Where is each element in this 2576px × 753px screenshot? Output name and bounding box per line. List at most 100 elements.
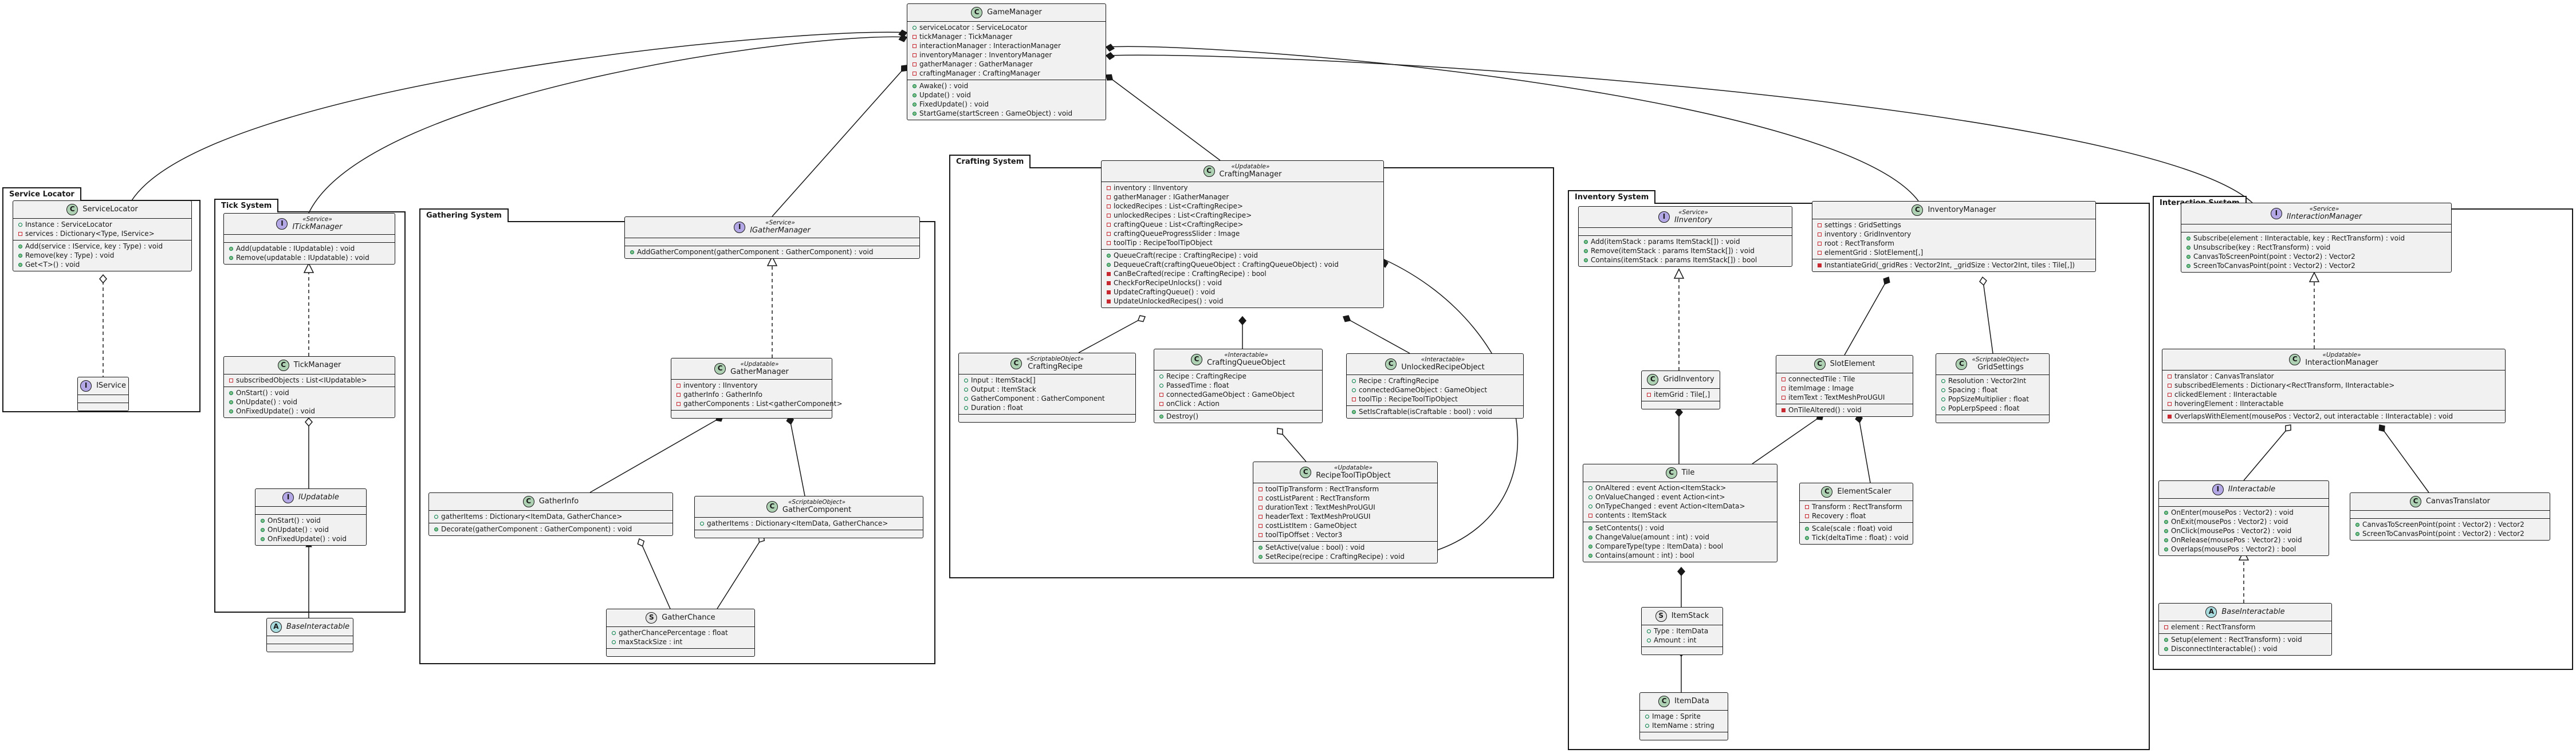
fields-section: element : RectTransform bbox=[2159, 621, 2331, 633]
class-icon: C bbox=[1912, 204, 1924, 216]
class-method: CanvasToScreenPoint(point : Vector2) : V… bbox=[2354, 520, 2546, 529]
private-visibility-icon bbox=[911, 70, 918, 77]
member-text: connectedTile : Tile bbox=[1788, 375, 1855, 383]
class-method: Decorate(gatherComponent : GatherCompone… bbox=[432, 525, 669, 534]
private-visibility-icon bbox=[2166, 400, 2173, 407]
class-icon: C bbox=[522, 496, 534, 507]
member-text: translator : CanvasTranslator bbox=[2174, 372, 2274, 380]
methods-section bbox=[1640, 732, 1728, 740]
public-visibility-icon bbox=[1643, 722, 1650, 729]
methods-section: CanvasToScreenPoint(point : Vector2) : V… bbox=[2350, 518, 2550, 540]
member-text: root : RectTransform bbox=[1824, 239, 1894, 247]
member-text: InstantiateGrid(_gridRes : Vector2Int, _… bbox=[1824, 261, 2075, 269]
class-method: Remove(updatable : IUpdatable) : void bbox=[227, 253, 391, 262]
private-visibility-icon bbox=[1105, 194, 1112, 200]
relation-composition-game-manager-inventory-manager bbox=[1105, 44, 1919, 202]
public-visibility-icon bbox=[1587, 525, 1594, 531]
class-icon: C bbox=[766, 501, 778, 512]
public-visibility-icon bbox=[962, 395, 969, 402]
class-method: OnUpdate() : void bbox=[259, 525, 363, 534]
class-stereotype: «Interactable» bbox=[1224, 352, 1268, 358]
member-text: inventory : IInventory bbox=[683, 381, 758, 389]
class-method: OnStart() : void bbox=[259, 516, 363, 525]
member-text: OnFixedUpdate() : void bbox=[268, 535, 347, 543]
public-visibility-icon bbox=[2162, 527, 2169, 534]
member-text: UpdateCraftingQueue() : void bbox=[1114, 288, 1216, 296]
class-header: I«Service»IInventory bbox=[1579, 207, 1792, 227]
relation-composition-game-manager-i-tick-manager bbox=[308, 34, 908, 214]
class-field: craftingQueueProgressSlider : Image bbox=[1105, 229, 1380, 238]
relation-realization-gather-manager-i-gather-manager bbox=[766, 255, 778, 358]
class-stereotype: «Interactable» bbox=[1421, 356, 1465, 363]
class-name: ServiceLocator bbox=[82, 205, 138, 214]
private-visibility-icon bbox=[911, 33, 918, 40]
member-text: gatherInfo : GatherInfo bbox=[683, 391, 762, 399]
public-visibility-icon bbox=[1257, 544, 1264, 551]
class-field: OnValueChanged : event Action<int> bbox=[1587, 492, 1773, 502]
member-text: craftingQueue : List<CraftingRecipe> bbox=[1114, 220, 1244, 228]
public-visibility-icon bbox=[610, 629, 617, 636]
struct-icon: S bbox=[1655, 610, 1667, 622]
class-name: ITickManager bbox=[292, 223, 343, 231]
member-text: subscribedObjects : List<IUpdatable> bbox=[236, 376, 367, 384]
class-field: itemImage : Image bbox=[1780, 384, 1909, 393]
class-method: CanBeCrafted(recipe : CraftingRecipe) : … bbox=[1105, 269, 1380, 278]
relation-realization-grid-inventory-i-inventory bbox=[1673, 268, 1685, 370]
private-visibility-icon bbox=[675, 382, 682, 389]
class-stereotype: «Service» bbox=[302, 216, 332, 223]
public-visibility-icon bbox=[227, 389, 234, 396]
class-field: connectedGameObject : GameObject bbox=[1350, 385, 1520, 395]
class-method: Unsubscribe(key : RectTransform) : void bbox=[2185, 243, 2448, 252]
class-name: IInteractable bbox=[2228, 485, 2276, 494]
class-field: connectedGameObject : GameObject bbox=[1158, 390, 1319, 399]
class-field: serviceLocator : ServiceLocator bbox=[911, 23, 1102, 32]
public-visibility-icon bbox=[610, 638, 617, 645]
abstract-class-icon: A bbox=[270, 621, 282, 633]
class-header: C«ScriptableObject»GridSettings bbox=[1936, 354, 2049, 374]
class-field: inventory : IInventory bbox=[675, 381, 828, 390]
member-text: Remove(itemStack : params ItemStack[]) :… bbox=[1591, 247, 1755, 255]
member-text: Spacing : float bbox=[1948, 386, 1998, 394]
public-visibility-icon bbox=[1587, 494, 1594, 500]
member-text: lockedRecipes : List<CraftingRecipe> bbox=[1114, 202, 1243, 210]
public-visibility-icon bbox=[1940, 396, 1946, 403]
class-stereotype: «Service» bbox=[765, 219, 795, 226]
public-visibility-icon bbox=[2185, 244, 2192, 251]
member-text: maxStackSize : int bbox=[619, 638, 683, 646]
member-text: OnTileAltered() : void bbox=[1788, 406, 1862, 414]
class-name: InteractionManager bbox=[2305, 358, 2378, 367]
package-title: Tick System bbox=[214, 199, 279, 212]
member-text: inventoryManager : InventoryManager bbox=[919, 51, 1052, 59]
private-visibility-icon bbox=[1105, 279, 1112, 286]
class-field: settings : GridSettings bbox=[1816, 220, 2092, 230]
private-visibility-icon bbox=[1257, 522, 1264, 529]
class-method: CheckForRecipeUnlocks() : void bbox=[1105, 278, 1380, 287]
member-text: PopSizeMultiplier : float bbox=[1948, 395, 2029, 403]
member-text: gatherManager : IGatherManager bbox=[1114, 193, 1229, 201]
class-header: C«Interactable»CraftingQueueObject bbox=[1154, 349, 1322, 370]
relation-realization-interaction-manager-i-interaction-manager bbox=[2308, 271, 2320, 349]
class-field: lockedRecipes : List<CraftingRecipe> bbox=[1105, 202, 1380, 211]
public-visibility-icon bbox=[911, 82, 918, 89]
member-text: Recipe : CraftingRecipe bbox=[1359, 377, 1439, 385]
relation-aggregation-gather-info-gather-chance bbox=[637, 538, 671, 609]
interface-icon: I bbox=[1658, 211, 1670, 223]
public-visibility-icon bbox=[1158, 373, 1165, 380]
class-field: gatherInfo : GatherInfo bbox=[675, 390, 828, 399]
relation-realization-tick-manager-i-tick-manager bbox=[303, 262, 314, 356]
public-visibility-icon bbox=[1587, 543, 1594, 550]
public-visibility-icon bbox=[1105, 252, 1112, 259]
